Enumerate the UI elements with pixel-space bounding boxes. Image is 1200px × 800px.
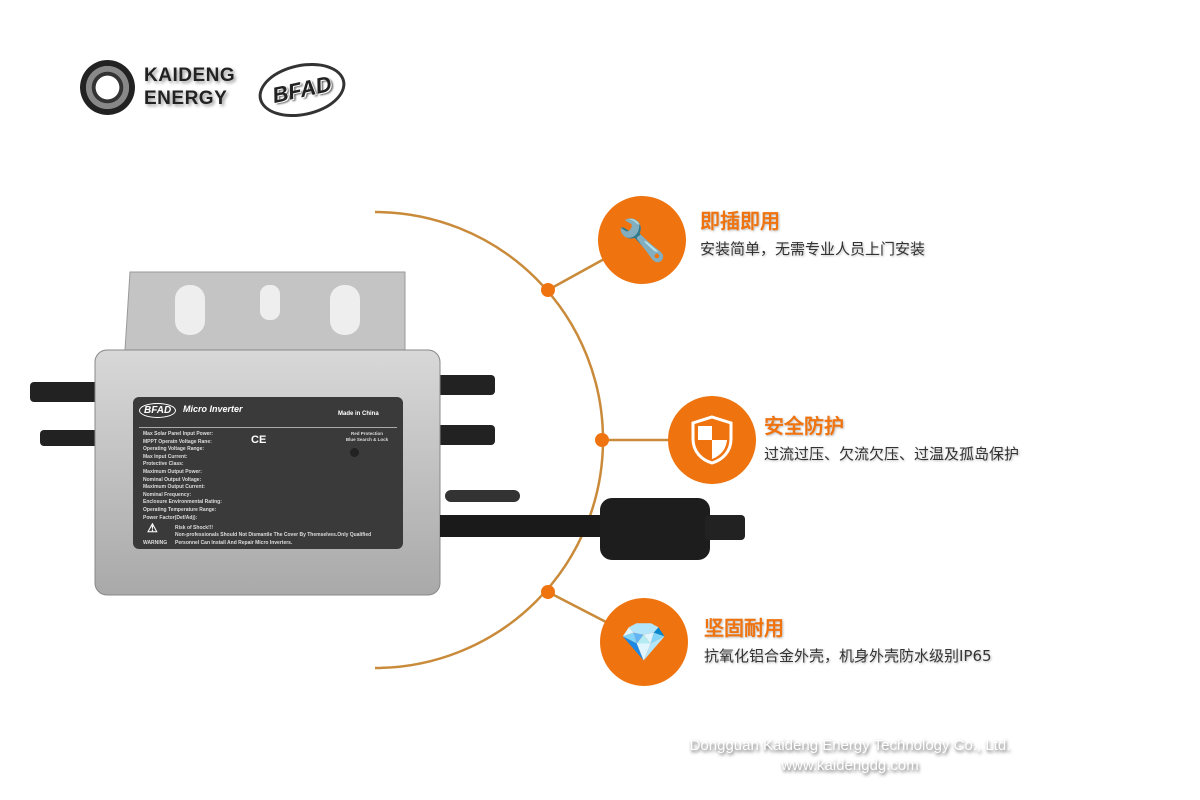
indicator-text: Red Protection Blue Search & Lock	[345, 431, 389, 442]
feature-2-badge	[668, 396, 756, 484]
spec-line: Max Input Current:	[143, 453, 188, 460]
spec-line: Power Factor(Def/Adj):	[143, 514, 198, 521]
feature-title: 即插即用	[700, 209, 780, 233]
warning-text: Non-professionals Should Not Dismantle T…	[175, 532, 372, 546]
diamond-hand-icon: 💎	[620, 619, 668, 664]
spec-line: MPPT Operatn Voltage Rane:	[143, 438, 212, 445]
label-divider	[139, 427, 397, 428]
spec-line: Nominal Frequency:	[143, 491, 192, 498]
spec-line: Maximum Output Power:	[143, 468, 202, 475]
kaideng-logo-icon	[80, 60, 135, 115]
company-line-1: KAIDENG	[144, 65, 236, 86]
spec-line: Maximum Output Current:	[143, 484, 205, 491]
spec-list: Max Solar Panel Input Power: MPPT Operat…	[143, 431, 222, 522]
feature-3: 坚固耐用 抗氧化铝合金外壳，机身外壳防水级别IP65	[704, 612, 992, 666]
company-line-2: ENERGY	[144, 88, 228, 109]
spec-line: Operating Temperature Range:	[143, 506, 217, 513]
warning-label: WARNING	[143, 540, 168, 546]
indicator-led	[350, 448, 359, 457]
wrench-screwdriver-plus-icon: 🔧	[617, 217, 667, 264]
feature-2: 安全防护 过流过压、欠流欠压、过温及孤岛保护	[764, 410, 1019, 464]
feature-1: 即插即用 安装简单，无需专业人员上门安装	[700, 205, 925, 259]
spec-line: Protective Class:	[143, 461, 184, 468]
warning-title: Risk of Shock!!!	[175, 525, 214, 531]
footer-website: www.kaidengdg.com	[781, 757, 919, 774]
feature-title: 坚固耐用	[704, 616, 784, 640]
feature-3-badge: 💎	[600, 598, 688, 686]
feature-title: 安全防护	[764, 414, 844, 438]
arc-node-1	[541, 283, 555, 297]
company-logo-text: KAIDENG ENERGY	[144, 64, 235, 110]
spec-line: Enclosure Environmental Rating:	[143, 499, 222, 506]
product-label: BFAD Micro Inverter Made in China Red Pr…	[133, 397, 403, 549]
label-title: Micro Inverter	[183, 404, 243, 414]
footer: Dongguan Kaideng Energy Technology Co., …	[640, 736, 1060, 776]
feature-desc: 过流过压、欠流欠压、过温及孤岛保护	[764, 445, 1020, 463]
label-made-in: Made in China	[338, 411, 379, 417]
feature-desc: 安装简单，无需专业人员上门安装	[700, 240, 926, 258]
feature-1-badge: 🔧	[598, 196, 686, 284]
label-logo: BFAD	[139, 403, 177, 418]
shield-icon	[691, 415, 733, 465]
footer-company: Dongguan Kaideng Energy Technology Co., …	[689, 737, 1011, 754]
spec-line: Nominal Output Voltage:	[143, 476, 202, 483]
arc-node-2	[595, 433, 609, 447]
spec-line: Operating Voltage Range:	[143, 446, 205, 453]
ce-mark-icon: CE	[251, 434, 267, 446]
feature-desc: 抗氧化铝合金外壳，机身外壳防水级别IP65	[704, 647, 992, 665]
spec-line: Max Solar Panel Input Power:	[143, 431, 214, 437]
arc-node-3	[541, 585, 555, 599]
warning-triangle-icon: ⚠	[147, 521, 158, 535]
